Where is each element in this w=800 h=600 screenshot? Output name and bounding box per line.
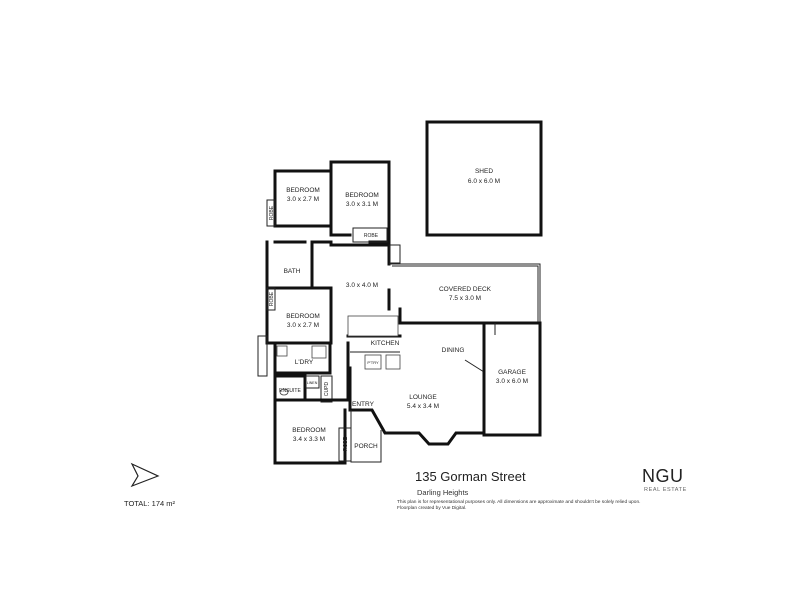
room-dims: 3.0 x 2.7 M: [287, 196, 319, 203]
shed: SHED 6.0 x 6.0 M: [425, 120, 543, 237]
dining-label: DINING: [442, 347, 465, 354]
room-labels: BEDROOM 3.0 x 2.7 M BEDROOM 3.0 x 3.1 M …: [269, 187, 528, 451]
room-name: BEDROOM: [286, 187, 320, 194]
porch-label: PORCH: [354, 443, 378, 450]
robe-label: ROBE: [269, 291, 275, 306]
robe-label: ROBE: [269, 205, 275, 220]
laundry-label: L'DRY: [295, 359, 314, 366]
pantry-label: P'TRY: [367, 360, 379, 365]
room-name: BEDROOM: [286, 313, 320, 320]
room-dims: 3.0 x 3.1 M: [346, 201, 378, 208]
room-name: BEDROOM: [345, 192, 379, 199]
disclaimer: This plan is for representational purpos…: [397, 500, 640, 512]
robe-label: ROBE: [364, 233, 379, 239]
room-name: BEDROOM: [292, 427, 326, 434]
ensuite-label: ENSUITE: [279, 388, 301, 394]
disclaimer-line-2: Floorplan created by Vue Digital.: [397, 506, 467, 511]
room-dims: 5.4 x 3.4 M: [407, 403, 439, 410]
room-name: SHED: [475, 168, 493, 175]
room-dims: 3.0 x 6.0 M: [496, 378, 528, 385]
room-dims: 7.5 x 3.0 M: [449, 295, 481, 302]
room-name: COVERED DECK: [439, 286, 492, 293]
brand-subtitle: REAL ESTATE: [644, 487, 687, 493]
room-dims: 3.4 x 3.3 M: [293, 436, 325, 443]
kitchen-label: KITCHEN: [371, 340, 400, 347]
room-name: GARAGE: [498, 369, 526, 376]
room-dims: 3.0 x 4.0 M: [346, 282, 378, 289]
suburb: Darling Heights: [417, 488, 469, 497]
linen-label: LINEN: [307, 381, 318, 385]
cupd-label: CUPD: [324, 382, 330, 397]
room-name: LOUNGE: [409, 394, 437, 401]
disclaimer-line-1: This plan is for representational purpos…: [397, 500, 641, 505]
room-dims: 6.0 x 6.0 M: [468, 178, 500, 185]
total-area: TOTAL: 174 m²: [124, 499, 175, 508]
address: 135 Gorman Street: [415, 469, 526, 484]
robe-label: ROBE: [343, 436, 349, 451]
room-dims: 3.0 x 2.7 M: [287, 322, 319, 329]
bath-label: BATH: [284, 268, 301, 275]
entry-label: ENTRY: [352, 401, 375, 408]
brand-logo: NGU: [642, 466, 684, 486]
north-arrow-icon: [130, 462, 160, 488]
house-walls: [257, 160, 542, 465]
